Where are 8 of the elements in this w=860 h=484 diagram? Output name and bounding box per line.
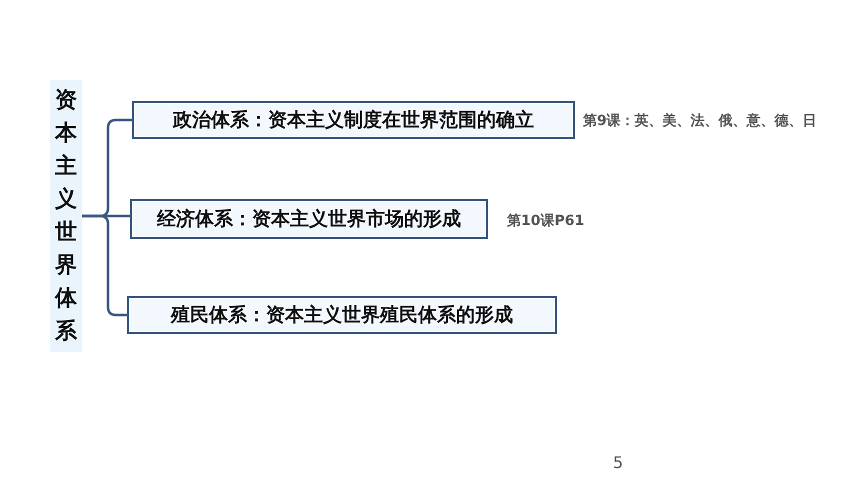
note-text: 第9课：英、美、法、俄、意、德、日 [583,112,817,130]
category-box: 殖民体系：资本主义世界殖民体系的形成 [127,296,557,334]
brace-line [82,214,127,316]
category-box: 政治体系：资本主义制度在世界范围的确立 [132,101,575,139]
page-number: 5 [613,453,624,472]
note-text: 第10课P61 [507,212,584,230]
category-box: 经济体系：资本主义世界市场的形成 [130,199,488,239]
title-box: 资本主义世界体系 [50,80,82,352]
